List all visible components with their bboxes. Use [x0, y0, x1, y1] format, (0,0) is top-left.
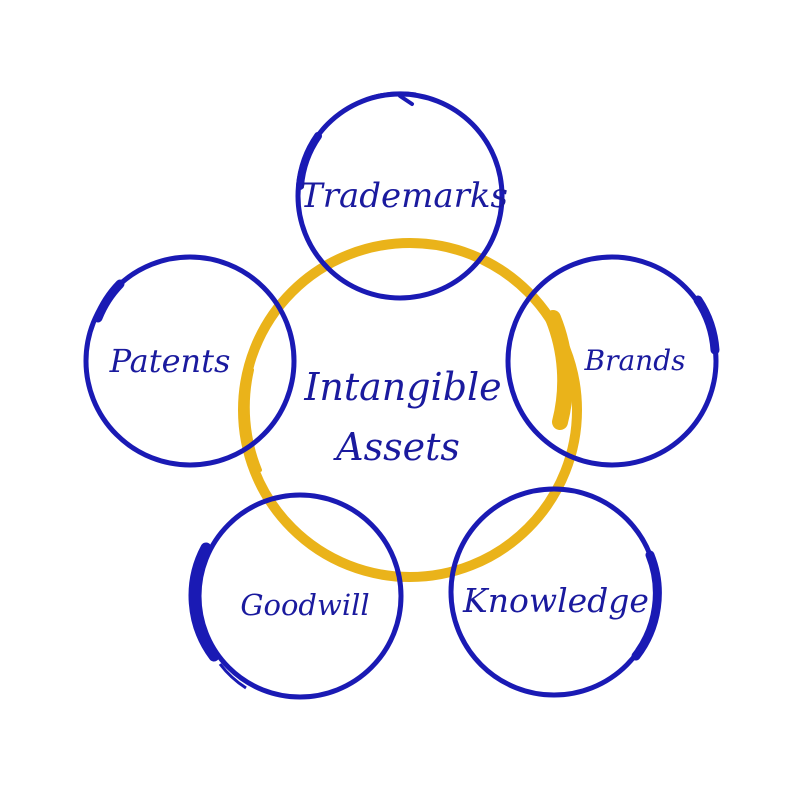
center-label: Intangible Assets [303, 365, 501, 469]
node-goodwill: Goodwill [188, 492, 404, 700]
node-ring-patents [83, 254, 297, 468]
node-label-goodwill: Goodwill [240, 588, 369, 622]
center-label-line1: Intangible [303, 365, 501, 409]
node-label-trademarks: Trademarks [300, 176, 508, 216]
node-brands: Brands [505, 254, 720, 468]
node-knowledge: Knowledge [448, 486, 662, 698]
node-label-knowledge: Knowledge [462, 581, 649, 620]
node-label-brands: Brands [584, 344, 686, 377]
center-ring [238, 238, 582, 582]
node-label-patents: Patents [109, 342, 231, 380]
node-trademarks: Trademarks [295, 91, 508, 301]
node-ring-brands [505, 254, 719, 468]
center-label-line2: Assets [333, 425, 460, 469]
node-patents: Patents [83, 254, 297, 468]
